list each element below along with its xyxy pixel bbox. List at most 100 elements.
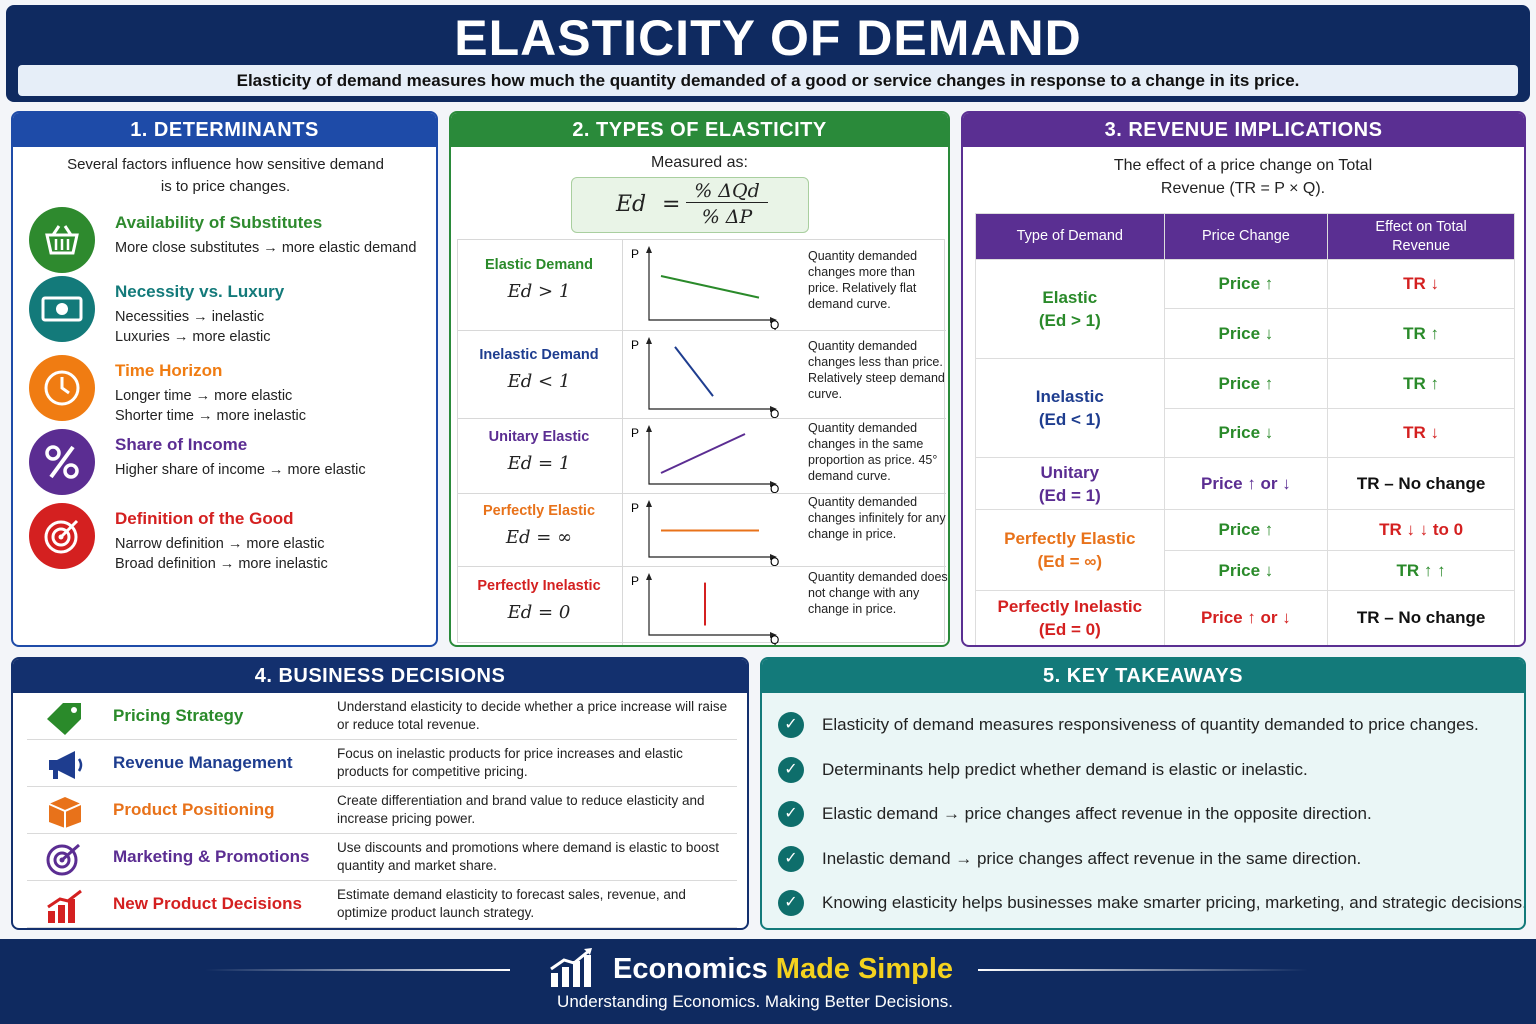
- price-tag-icon: [45, 701, 85, 735]
- price-change-cell: Price ↓: [1163, 550, 1329, 591]
- tr-effect-cell: TR ↑ ↑: [1327, 550, 1515, 591]
- axis-label-q: Q: [770, 555, 779, 567]
- determinant-line-2: Broad definition → more inelastic: [115, 556, 328, 572]
- determinant-line-1: Higher share of income → more elastic: [115, 462, 366, 478]
- elasticity-type-description: Quantity demanded changes more than pric…: [808, 249, 918, 311]
- elasticity-type-name: Perfectly Elastic: [482, 502, 596, 519]
- demand-type-name: Elastic: [1042, 288, 1098, 307]
- takeaway-text: Determinants help predict whether demand…: [822, 759, 1308, 779]
- formula-lhs: Ed: [616, 192, 647, 217]
- types-panel: 2. TYPES OF ELASTICITY Measured as: Ed =…: [449, 111, 950, 647]
- footer-brand-2: Made Simple: [775, 953, 954, 985]
- determinant-line-1: Necessities → inelastic: [115, 309, 265, 325]
- determinant-title: Necessity vs. Luxury: [115, 282, 285, 301]
- elasticity-type-description: Quantity demanded changes in the same pr…: [808, 420, 938, 483]
- demand-type-name: Inelastic: [1035, 387, 1104, 406]
- price-change-cell: Price ↑ or ↓: [1163, 457, 1329, 510]
- axis-arrow-right: [770, 317, 777, 323]
- footer-brand: Economics Made Simple: [613, 953, 953, 986]
- determinant-line-1: Longer time → more elastic: [115, 388, 293, 404]
- formula-equals: =: [662, 192, 681, 217]
- demand-type-cell: Unitary(Ed = 1): [975, 457, 1165, 510]
- business-decision-name: Product Positioning: [113, 800, 275, 819]
- formula-numerator: % ΔQd: [686, 180, 768, 203]
- col-type-of-demand: Type of Demand: [975, 213, 1165, 260]
- price-change-cell: Price ↑: [1163, 259, 1329, 309]
- axis-label-p: P: [631, 338, 639, 352]
- business-decision-description: Estimate demand elasticity to forecast s…: [337, 887, 686, 920]
- takeaways-heading: 5. KEY TAKEAWAYS: [762, 659, 1524, 693]
- business-decision-description: Understand elasticity to decide whether …: [337, 699, 728, 732]
- revenue-row: Unitary(Ed = 1)Price ↑ or ↓TR – No chang…: [975, 457, 1515, 510]
- determinant-title: Share of Income: [115, 435, 248, 454]
- revenue-row: Inelastic(Ed < 1)Price ↑TR ↑: [975, 358, 1515, 458]
- business-decision-description: Focus on inelastic products for price in…: [337, 746, 683, 779]
- demand-type-condition: (Ed < 1): [1038, 410, 1101, 429]
- axis-label-p: P: [631, 501, 639, 515]
- revenue-panel: 3. REVENUE IMPLICATIONS The effect of a …: [961, 111, 1526, 647]
- graph-axes: [648, 577, 773, 636]
- demand-type-cell: Inelastic (Ed < 1): [975, 358, 1165, 458]
- demand-curve-svg: PQ: [631, 246, 779, 332]
- elasticity-type-name: Perfectly Inelastic: [477, 578, 601, 594]
- price-change-cell: Price ↑: [1163, 509, 1329, 551]
- header-banner: ELASTICITY OF DEMAND Elasticity of deman…: [6, 5, 1530, 102]
- check-icon: ✓: [778, 845, 804, 872]
- footer: Economics Made Simple Understanding Econ…: [0, 939, 1536, 1024]
- business-decision-name: Revenue Management: [113, 753, 293, 772]
- takeaways-panel: 5. KEY TAKEAWAYS ✓Elasticity of demand m…: [760, 657, 1526, 930]
- tr-effect-cell: TR – No change: [1327, 457, 1515, 510]
- elasticity-type-name: Elastic Demand: [485, 257, 593, 273]
- demand-type-cell: Elastic(Ed > 1): [975, 259, 1165, 359]
- check-icon: ✓: [778, 712, 804, 738]
- elasticity-type-description: Quantity demanded does not change with a…: [808, 570, 948, 616]
- determinant-title: Availability of Substitutes: [115, 213, 323, 232]
- axis-arrow-right: [770, 554, 777, 560]
- elasticity-type-condition: Ed = 0: [507, 602, 571, 623]
- demand-curve-svg: PQ: [631, 500, 779, 569]
- growth-chart-icon: [550, 948, 592, 987]
- growth-chart-icon: [45, 889, 85, 923]
- tr-effect-cell: TR ↓: [1327, 408, 1515, 458]
- graph-axes: [648, 250, 773, 321]
- determinant-line-1: Narrow definition → more elastic: [115, 536, 325, 552]
- determinants-heading: 1. DETERMINANTS: [13, 113, 436, 147]
- determinant-description: Higher share of income → more elastic: [115, 460, 366, 480]
- footer-divider-left: [205, 969, 510, 971]
- tr-effect-cell: TR – No change: [1327, 590, 1515, 645]
- price-change-cell: Price ↑: [1163, 358, 1329, 409]
- price-change-cell: Price ↓: [1163, 308, 1329, 359]
- target-icon: [45, 842, 85, 876]
- demand-type-cell: Perfectly Inelastic(Ed = 0): [975, 590, 1165, 645]
- box-icon: [45, 795, 85, 829]
- footer-brand-1: Economics: [613, 953, 768, 985]
- megaphone-icon: [45, 748, 85, 782]
- elasticity-type-condition: Ed = 1: [507, 452, 571, 474]
- demand-type-condition: (Ed = 1): [1038, 485, 1101, 505]
- axis-label-p: P: [631, 247, 639, 261]
- demand-type-condition: (Ed = ∞): [1037, 552, 1103, 571]
- clock-icon: [29, 355, 95, 421]
- axis-arrow-up: [646, 246, 652, 253]
- tr-effect-cell: TR ↑: [1327, 308, 1515, 359]
- demand-curve: [660, 275, 760, 299]
- determinant-line-2: Shorter time → more inelastic: [115, 408, 306, 424]
- price-change-cell: Price ↓: [1163, 408, 1329, 458]
- determinant-title: Definition of the Good: [115, 509, 294, 528]
